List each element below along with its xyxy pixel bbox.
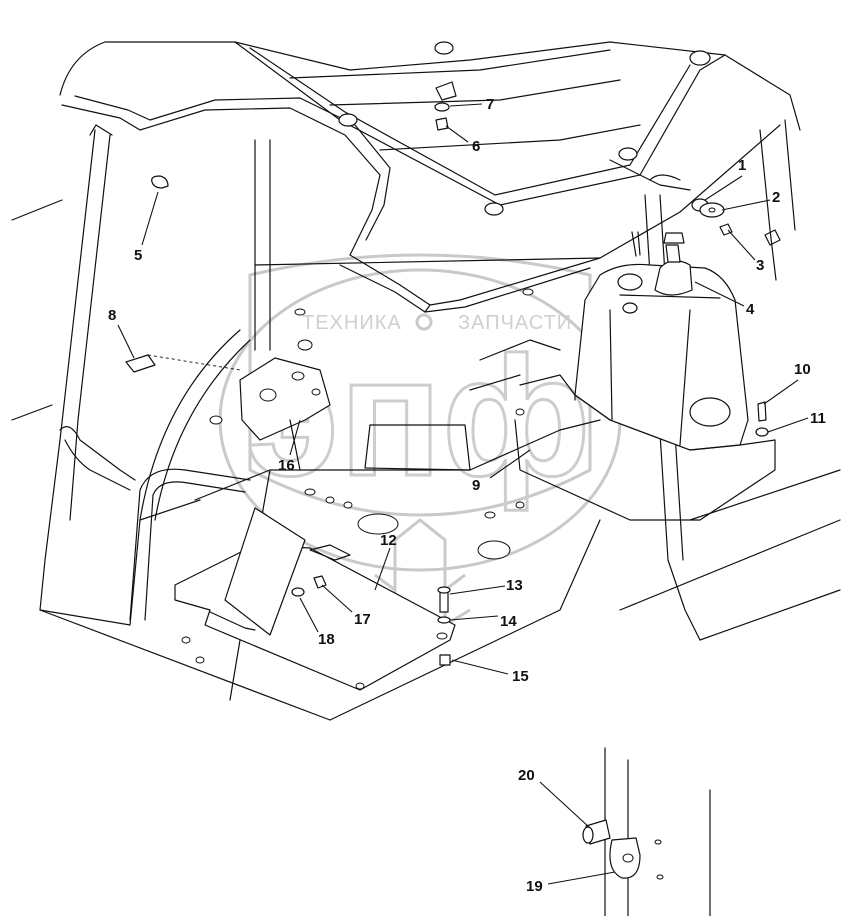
cab-left-frame bbox=[11, 124, 271, 626]
part-17-bolt bbox=[313, 575, 327, 589]
callout-13: 13 bbox=[506, 577, 523, 594]
callout-4: 4 bbox=[746, 301, 755, 318]
callout-14: 14 bbox=[500, 613, 517, 630]
part-12-floor-plate bbox=[174, 507, 456, 691]
callout-8: 8 bbox=[108, 307, 116, 324]
part-3-bolt bbox=[719, 223, 733, 236]
callout-7: 7 bbox=[486, 96, 494, 113]
part-8-switch bbox=[125, 354, 156, 373]
part-11-washer bbox=[755, 427, 769, 437]
roof-clip bbox=[435, 81, 457, 101]
callout-labels: 1 2 3 4 5 6 7 8 9 10 11 12 13 14 15 16 1… bbox=[108, 96, 826, 895]
callout-2: 2 bbox=[772, 189, 780, 206]
callout-16: 16 bbox=[278, 457, 295, 474]
callout-15: 15 bbox=[512, 668, 529, 685]
callout-1: 1 bbox=[738, 157, 746, 174]
joystick-boot bbox=[654, 260, 693, 296]
watermark: ТЕХНИКА ЗАПЧАСТИ эпф bbox=[218, 253, 622, 657]
watermark-left-text: ТЕХНИКА bbox=[302, 312, 402, 334]
detail-inset-19-20 bbox=[582, 747, 711, 916]
part-10-bolt bbox=[757, 401, 767, 422]
part-7-washer bbox=[434, 102, 450, 112]
pedal-panel bbox=[224, 507, 306, 636]
callout-20: 20 bbox=[518, 767, 535, 784]
fastener-set-1-3 bbox=[691, 198, 781, 246]
fastener-set-13-15 bbox=[437, 586, 451, 666]
cab-right-frame bbox=[619, 119, 841, 641]
callout-6: 6 bbox=[472, 138, 480, 155]
callout-19: 19 bbox=[526, 878, 543, 895]
callout-12: 12 bbox=[380, 532, 397, 549]
leader-lines bbox=[117, 103, 809, 885]
callout-3: 3 bbox=[756, 257, 764, 274]
callout-10: 10 bbox=[794, 361, 811, 378]
grab-rail bbox=[129, 468, 251, 621]
part-16-bracket bbox=[239, 357, 331, 471]
callout-5: 5 bbox=[134, 247, 142, 264]
control-console bbox=[514, 231, 776, 521]
part-5-plug bbox=[151, 175, 169, 189]
callout-17: 17 bbox=[354, 611, 371, 628]
callout-11: 11 bbox=[810, 410, 826, 427]
cab-roof bbox=[59, 41, 801, 313]
watermark-gear-icon bbox=[415, 313, 433, 331]
part-15-nut bbox=[439, 654, 451, 666]
part-14-washer bbox=[437, 616, 451, 624]
part-6-screw bbox=[435, 117, 449, 131]
watermark-right-text: ЗАПЧАСТИ bbox=[458, 312, 572, 334]
part-18-washer bbox=[291, 587, 305, 597]
callout-9: 9 bbox=[472, 477, 480, 494]
callout-18: 18 bbox=[318, 631, 335, 648]
